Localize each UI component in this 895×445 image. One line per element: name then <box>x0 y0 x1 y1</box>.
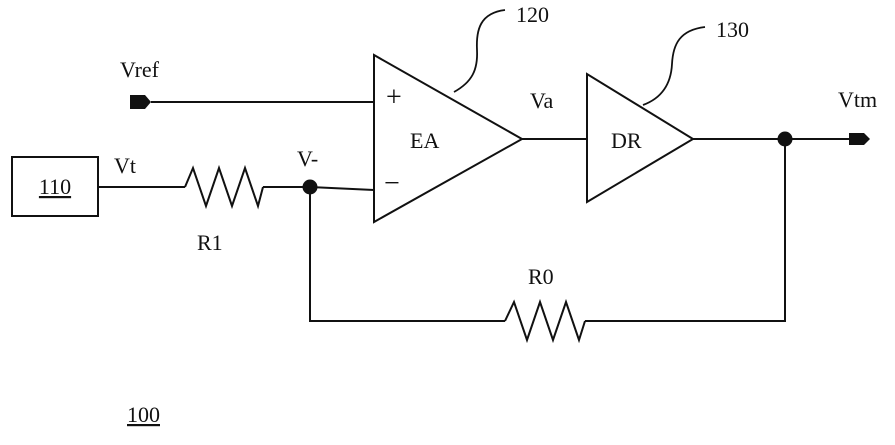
ea-plus-symbol: + <box>386 82 402 113</box>
vminus-wire <box>309 186 375 191</box>
resistor-r0 <box>504 298 586 344</box>
vref-label: Vref <box>120 57 160 82</box>
r0-label: R0 <box>528 264 554 289</box>
ref-120-label: 120 <box>516 2 549 27</box>
feedback-wire-left <box>309 187 505 322</box>
ref-130-label: 130 <box>716 17 749 42</box>
vref-terminal <box>130 95 151 109</box>
vtm-terminal <box>849 133 870 145</box>
vminus-label: V- <box>297 146 318 171</box>
driver-dr <box>586 72 695 204</box>
dr-label: DR <box>611 128 642 153</box>
vtm-label: Vtm <box>838 87 877 112</box>
leader-130 <box>642 26 706 106</box>
ea-minus-symbol: − <box>384 168 400 199</box>
opamp-ea <box>373 53 525 224</box>
ea-label: EA <box>410 128 439 153</box>
block-110-label: 110 <box>39 174 71 199</box>
leader-120 <box>453 9 506 93</box>
resistor-r1 <box>184 164 264 210</box>
ref-100-label: 100 <box>127 402 160 427</box>
r1-label: R1 <box>197 230 223 255</box>
feedback-wire-right <box>585 139 786 322</box>
va-label: Va <box>530 88 553 113</box>
vt-label: Vt <box>114 153 136 178</box>
